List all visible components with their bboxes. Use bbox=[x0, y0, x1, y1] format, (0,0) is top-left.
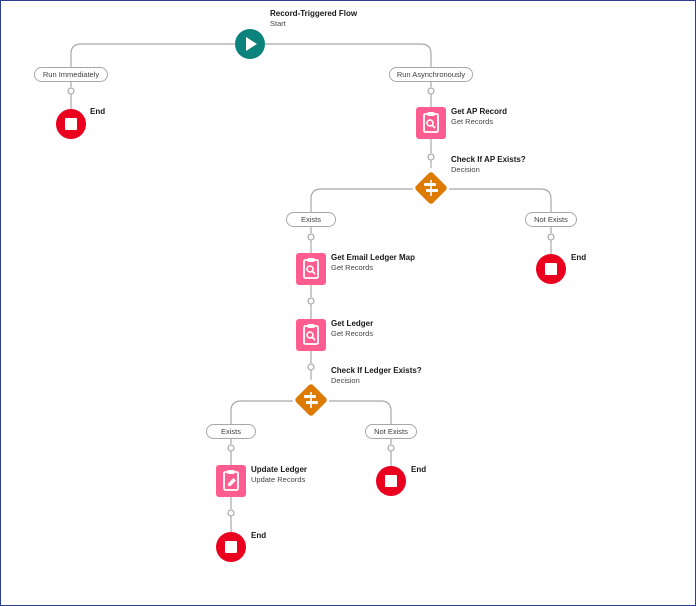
outcome-ledger-not-exists[interactable]: Not Exists bbox=[365, 424, 417, 439]
get-ap-record-node[interactable] bbox=[416, 107, 446, 139]
get-records-icon bbox=[296, 253, 326, 285]
start-label: Record-Triggered Flow Start bbox=[270, 9, 357, 29]
update-ledger-subtitle: Update Records bbox=[251, 475, 306, 484]
end-label-run-immediately: End bbox=[90, 107, 105, 117]
get-ledger-node[interactable] bbox=[296, 319, 326, 351]
path-run-asynchronously[interactable]: Run Asynchronously bbox=[389, 67, 473, 82]
end-node-ledger-not-exists[interactable] bbox=[376, 466, 406, 496]
check-ledger-exists-subtitle: Decision bbox=[331, 376, 360, 385]
end-title: End bbox=[90, 107, 106, 116]
decision-icon bbox=[415, 172, 447, 204]
outcome-ap-not-exists[interactable]: Not Exists bbox=[525, 212, 577, 227]
end-title: End bbox=[571, 253, 587, 262]
end-title: End bbox=[411, 465, 427, 474]
update-ledger-node[interactable] bbox=[216, 465, 246, 497]
update-ledger-title: Update Ledger bbox=[251, 465, 308, 474]
check-ledger-exists-node[interactable] bbox=[292, 381, 330, 421]
get-email-ledger-map-title: Get Email Ledger Map bbox=[331, 253, 416, 262]
start-node[interactable] bbox=[235, 29, 265, 59]
end-label-ap-not-exists: End bbox=[571, 253, 586, 263]
check-ap-exists-label: Check If AP Exists? Decision bbox=[451, 155, 526, 175]
get-records-icon bbox=[416, 107, 446, 139]
stop-icon bbox=[376, 466, 406, 496]
end-label-ledger-not-exists: End bbox=[411, 465, 426, 475]
check-ap-exists-title: Check If AP Exists? bbox=[451, 155, 526, 164]
end-node-after-update[interactable] bbox=[216, 532, 246, 562]
get-ledger-subtitle: Get Records bbox=[331, 329, 374, 338]
start-title: Record-Triggered Flow bbox=[270, 9, 358, 18]
end-label-after-update: End bbox=[251, 531, 266, 541]
update-ledger-label: Update Ledger Update Records bbox=[251, 465, 307, 485]
start-subtitle: Start bbox=[270, 19, 286, 28]
get-email-ledger-map-label: Get Email Ledger Map Get Records bbox=[331, 253, 415, 273]
get-ledger-title: Get Ledger bbox=[331, 319, 374, 328]
end-node-run-immediately[interactable] bbox=[56, 109, 86, 139]
path-run-immediately[interactable]: Run Immediately bbox=[34, 67, 108, 82]
get-email-ledger-map-subtitle: Get Records bbox=[331, 263, 374, 272]
outcome-ap-exists[interactable]: Exists bbox=[286, 212, 336, 227]
get-email-ledger-map-node[interactable] bbox=[296, 253, 326, 285]
get-ledger-label: Get Ledger Get Records bbox=[331, 319, 373, 339]
stop-icon bbox=[216, 532, 246, 562]
play-icon bbox=[235, 29, 265, 59]
decision-icon bbox=[295, 384, 327, 416]
end-title: End bbox=[251, 531, 267, 540]
check-ledger-exists-title: Check If Ledger Exists? bbox=[331, 366, 422, 375]
stop-icon bbox=[56, 109, 86, 139]
outcome-ledger-exists[interactable]: Exists bbox=[206, 424, 256, 439]
check-ap-exists-node[interactable] bbox=[412, 169, 450, 209]
check-ledger-exists-label: Check If Ledger Exists? Decision bbox=[331, 366, 422, 386]
get-ap-record-title: Get AP Record bbox=[451, 107, 508, 116]
stop-icon bbox=[536, 254, 566, 284]
check-ap-exists-subtitle: Decision bbox=[451, 165, 480, 174]
get-records-icon bbox=[296, 319, 326, 351]
get-ap-record-label: Get AP Record Get Records bbox=[451, 107, 507, 127]
update-records-icon bbox=[216, 465, 246, 497]
end-node-ap-not-exists[interactable] bbox=[536, 254, 566, 284]
get-ap-record-subtitle: Get Records bbox=[451, 117, 494, 126]
